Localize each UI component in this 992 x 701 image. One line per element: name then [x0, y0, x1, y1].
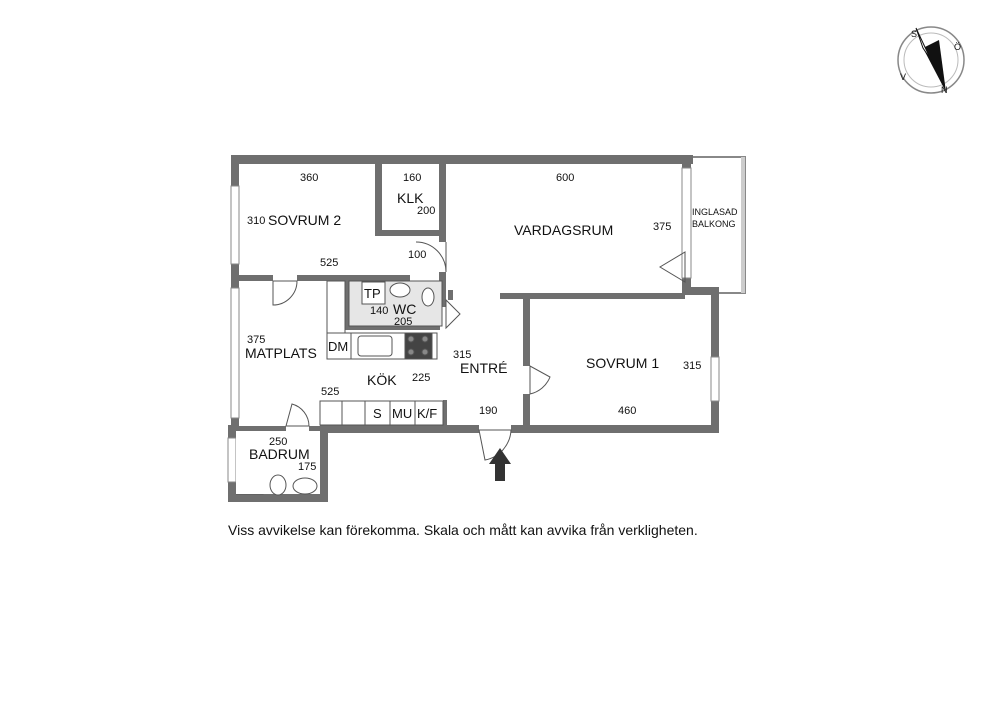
kitchen-cabinet-upper — [326, 280, 346, 334]
compass-north-label: N — [941, 85, 948, 95]
dishwasher-box — [326, 332, 352, 360]
dim-525-bot: 525 — [321, 386, 339, 398]
room-label-entre: ENTRÉ — [460, 360, 507, 376]
sink-badrum-icon — [292, 477, 318, 495]
disclaimer-text: Viss avvikelse kan förekomma. Skala och … — [228, 522, 698, 538]
room-label-badrum: BADRUM — [249, 446, 310, 462]
dim-205: 205 — [394, 316, 412, 328]
appliance-label-mu: MU — [392, 406, 412, 421]
dim-225: 225 — [412, 372, 430, 384]
kitchen-counter-lower — [319, 400, 444, 426]
room-label-balkong-1: INGLASAD — [692, 207, 738, 217]
dim-600: 600 — [556, 172, 574, 184]
door-badrum — [285, 403, 310, 427]
room-label-dm: DM — [328, 339, 348, 354]
sink-icon — [357, 335, 393, 357]
room-label-vardagsrum: VARDAGSRUM — [514, 222, 613, 238]
dim-160: 160 — [403, 172, 421, 184]
room-label-kok: KÖK — [367, 371, 397, 388]
compass-south-label: S — [911, 29, 917, 39]
dim-310: 310 — [247, 215, 265, 227]
door-sovrum2 — [272, 280, 298, 306]
compass-east-label: Ö — [954, 42, 961, 52]
room-label-klk: KLK — [397, 190, 424, 206]
wc-sink-icon — [389, 282, 411, 298]
door-sovrum2-hall — [415, 241, 447, 273]
dim-100: 100 — [408, 249, 426, 261]
dim-315-sov1: 315 — [683, 360, 701, 372]
compass-needle-icon — [923, 40, 946, 92]
dim-175: 175 — [298, 461, 316, 473]
room-label-matplats: MATPLATS — [245, 345, 317, 361]
dim-360: 360 — [300, 172, 318, 184]
dim-525-top: 525 — [320, 257, 338, 269]
door-sovrum1 — [529, 365, 551, 395]
tp-box — [361, 281, 386, 305]
interior-walls — [236, 164, 685, 431]
compass-rose: N S Ö V — [897, 26, 965, 95]
dim-140: 140 — [370, 305, 388, 317]
dim-250: 250 — [269, 436, 287, 448]
dim-200: 200 — [417, 205, 435, 217]
bathroom-fixtures — [236, 431, 320, 496]
door-entrance — [478, 429, 512, 461]
room-label-tp: TP — [364, 286, 381, 301]
dim-315-entre: 315 — [453, 349, 471, 361]
dim-190: 190 — [479, 405, 497, 417]
wc-toilet-icon — [421, 287, 435, 307]
room-label-sovrum1: SOVRUM 1 — [586, 355, 659, 371]
door-swings — [236, 241, 686, 495]
room-label-balkong-2: BALKONG — [692, 219, 736, 229]
appliance-label-kf: K/F — [417, 406, 437, 421]
toilet-icon — [269, 474, 287, 496]
dim-375-mat: 375 — [247, 334, 265, 346]
compass-west-label: V — [900, 72, 906, 82]
room-label-sovrum2: SOVRUM 2 — [268, 212, 341, 228]
dim-460: 460 — [618, 405, 636, 417]
entrance-arrow-icon — [489, 448, 511, 481]
dim-375-vardag: 375 — [653, 221, 671, 233]
room-label-wc: WC — [393, 301, 416, 317]
appliance-label-s: S — [373, 406, 382, 421]
door-balkong — [659, 251, 686, 283]
door-wc — [445, 298, 461, 330]
kitchen-fixtures — [319, 280, 444, 426]
